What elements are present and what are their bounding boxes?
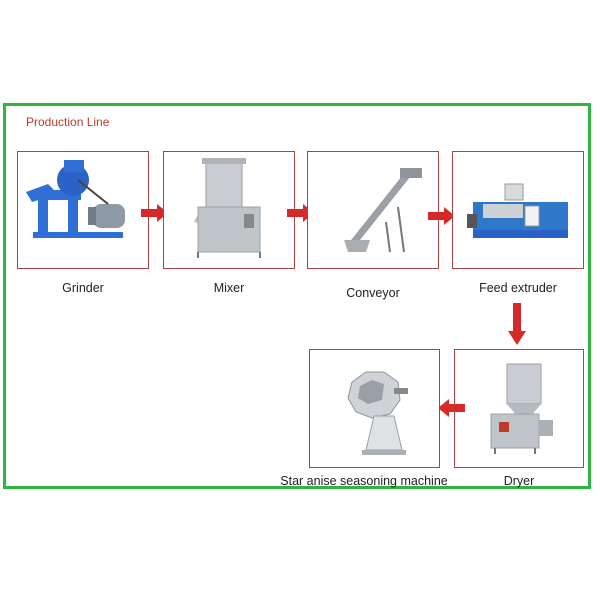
step-label-grinder: Grinder [62,281,104,295]
step-box-feed-extruder [452,151,584,269]
diagram-title: Production Line [26,115,110,129]
step-box-grinder [17,151,149,269]
seasoning-drum-icon [347,371,408,455]
arrow-left-icon [438,399,465,417]
step-box-conveyor [307,151,439,269]
feed-extruder-icon [467,183,568,238]
step-label-mixer: Mixer [213,281,245,295]
screw-conveyor-icon [344,168,422,253]
arrow-left [437,399,465,417]
step-label-conveyor: Conveyor [346,286,400,300]
step-box-mixer [163,151,295,269]
arrow-right-3 [428,207,456,225]
dryer-machine-icon [490,363,553,454]
step-box-dryer [454,349,584,468]
arrow-down [508,303,526,345]
arrow-right-1 [141,204,169,222]
arrow-right-icon [141,204,168,222]
mixer-machine-icon [194,158,261,258]
arrow-down-icon [508,303,526,345]
step-box-seasoning-machine [309,349,440,468]
grinder-machine-icon [26,160,125,238]
step-label-seasoning-machine: Star anise seasoning machine [280,474,448,488]
diagram-frame [3,103,591,489]
step-label-dryer: Dryer [503,474,535,488]
arrow-right-icon [428,207,455,225]
step-label-feed-extruder: Feed extruder [479,281,557,295]
